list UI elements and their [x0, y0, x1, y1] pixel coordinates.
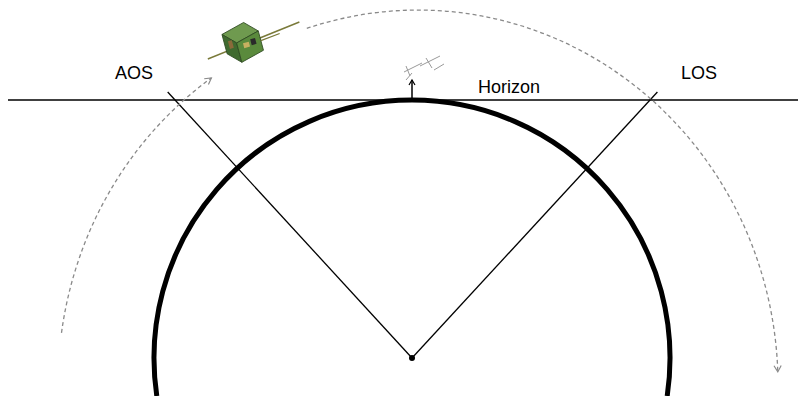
aos-label: AOS: [115, 64, 153, 84]
orbit-path: [62, 78, 212, 333]
satellite-icon: [201, 8, 305, 70]
ground-antenna: [404, 56, 444, 100]
earth-center: [409, 355, 415, 361]
los-label: LOS: [681, 64, 717, 84]
aos-radial-line: [168, 92, 412, 358]
earth-outline: [154, 100, 670, 396]
horizon-label: Horizon: [478, 78, 540, 98]
los-radial-line: [412, 92, 657, 358]
orbit-path: [307, 10, 778, 372]
